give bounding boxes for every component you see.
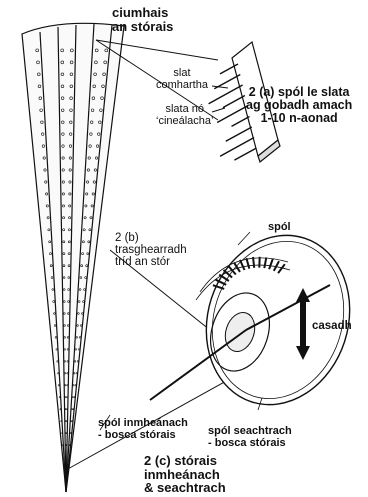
label-outer-spool: spól seachtrach - bosca stórais: [208, 426, 292, 449]
label-inner-spool: spól inmheánach - bosca stórais: [98, 418, 188, 441]
protruding-slat: [220, 138, 254, 157]
protruding-slat: [226, 127, 252, 141]
disc-segment: [253, 257, 254, 268]
label-signal-slat: slat comhartha: [156, 68, 208, 91]
label-value-slats: slata nó ‘cineálacha’: [156, 104, 213, 127]
label-section-title: 2 (b) trasghearradh tríd an stór: [115, 232, 187, 268]
protruding-slat: [214, 75, 240, 89]
label-storage-edge: ciumhais an stórais: [112, 6, 173, 33]
label-spool: spól: [268, 222, 291, 234]
label-rotation: casadh: [312, 320, 352, 332]
label-spool-title: 2 (a) spól le slata ag gobadh amach 1-10…: [246, 86, 352, 125]
protruding-slat: [234, 148, 256, 160]
protruding-slat: [223, 96, 245, 108]
label-inner-outer-title: 2 (c) stórais inmheánach & seachtrach: [144, 454, 226, 495]
